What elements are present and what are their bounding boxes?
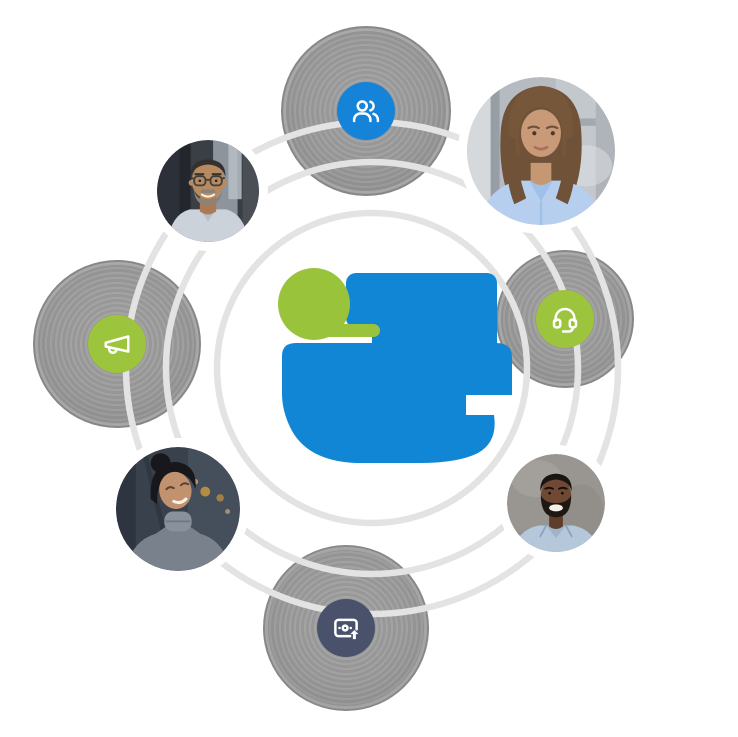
photo-person-bottom-left [116,447,240,571]
support-badge [536,290,594,348]
photo-person-top-right [467,77,615,225]
avatar-man-glasses [157,140,259,242]
announce-badge [88,315,146,373]
brand-logo [278,268,512,463]
photo-person-top-left [157,140,259,242]
avatar-woman-turtleneck [116,447,240,571]
team-badge [337,82,395,140]
avatar-man-beard [507,454,605,552]
avatar-businesswoman [467,77,615,225]
photo-person-bottom-right [507,454,605,552]
screen-share-icon [334,618,359,640]
screen-share-badge [317,599,375,657]
